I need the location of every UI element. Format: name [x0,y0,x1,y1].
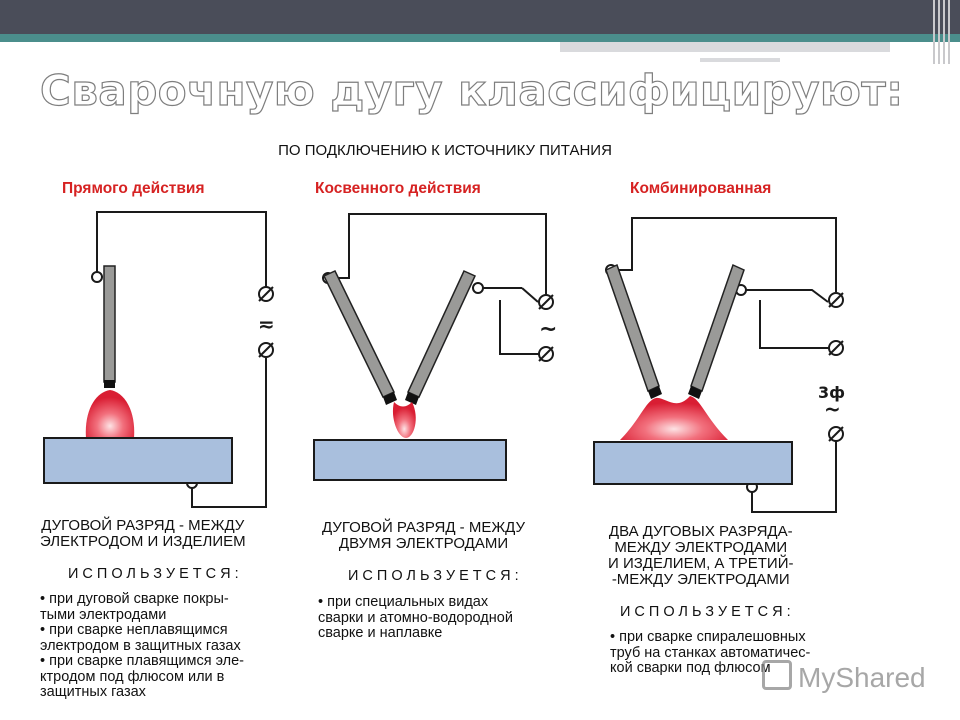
workpiece-direct [43,437,233,484]
ac-dc-symbol-direct: ≂ [258,312,275,336]
phase-label-combined: 3ф [818,383,845,402]
heading-indirect: Косвенного действия [315,180,481,197]
uses-list-direct: при дуговой сварке покры- тыми электрода… [40,591,300,701]
description-line: -МЕЖДУ ЭЛЕКТРОДАМИ [611,571,790,588]
electrode-indirect-left [322,270,396,398]
list-item: при сварке плавящимся эле- ктродом под ф… [40,653,300,701]
description-indirect: ДУГОВОЙ РАЗРЯД - МЕЖДУ ДВУМЯ ЭЛЕКТРОДАМИ [322,520,525,552]
list-item: при сварке неплавящимся электродом в защ… [40,622,300,654]
list-item: при сварке спиралешовных труб на станках… [610,629,860,677]
workpiece-combined [593,441,793,485]
watermark-logo-icon [762,660,792,690]
electrode-combined-left [605,263,660,393]
electrode-combined-right [690,263,745,393]
electrode-indirect-right [407,270,476,398]
description-line: ДВА ДУГОВЫХ РАЗРЯДА- [608,523,793,540]
uses-label-combined: ИСПОЛЬЗУЕТСЯ: [620,604,795,620]
header-lines-decoration [933,0,950,64]
uses-list-combined: при сварке спиралешовных труб на станках… [610,629,860,677]
header-accent-bar [0,34,960,42]
list-item: при специальных видах сварки и атомно-во… [318,594,563,642]
heading-direct: Прямого действия [62,180,205,197]
heading-combined: Комбинированная [630,180,772,197]
list-item: при дуговой сварке покры- тыми электрода… [40,591,300,623]
description-line: ЭЛЕКТРОДОМ И ИЗДЕЛИЕМ [40,533,246,550]
description-line: МЕЖДУ ЭЛЕКТРОДАМИ [614,539,788,556]
description-line: ДУГОВОЙ РАЗРЯД - МЕЖДУ [41,517,245,534]
description-line: ДУГОВОЙ РАЗРЯД - МЕЖДУ [322,519,526,536]
uses-list-indirect: при специальных видах сварки и атомно-во… [318,594,563,642]
header-bar [0,0,960,34]
workpiece-indirect [313,439,507,481]
uses-label-indirect: ИСПОЛЬЗУЕТСЯ: [348,568,523,584]
arc-indirect [392,402,416,438]
arc-direct [85,390,135,438]
uses-label-direct: ИСПОЛЬЗУЕТСЯ: [68,566,243,582]
header-strip-small [700,58,780,62]
description-combined: ДВА ДУГОВЫХ РАЗРЯДА- МЕЖДУ ЭЛЕКТРОДАМИ И… [608,524,793,588]
arc-combined [620,396,728,440]
description-line: И ИЗДЕЛИЕМ, А ТРЕТИЙ- [608,555,794,572]
slide-title: Сварочную дугу классифицируют: [39,65,904,115]
description-line: ДВУМЯ ЭЛЕКТРОДАМИ [338,535,509,552]
ac-symbol-indirect: ~ [539,317,557,342]
header-strip [560,42,890,52]
slide-subtitle: ПО ПОДКЛЮЧЕНИЮ К ИСТОЧНИКУ ПИТАНИЯ [278,142,612,159]
electrode-direct [103,265,116,383]
description-direct: ДУГОВОЙ РАЗРЯД - МЕЖДУ ЭЛЕКТРОДОМ И ИЗДЕ… [40,518,246,550]
watermark-text: MyShared [798,662,926,693]
watermark: MyShared [762,660,926,694]
ac-symbol-combined: ~ [824,397,841,421]
